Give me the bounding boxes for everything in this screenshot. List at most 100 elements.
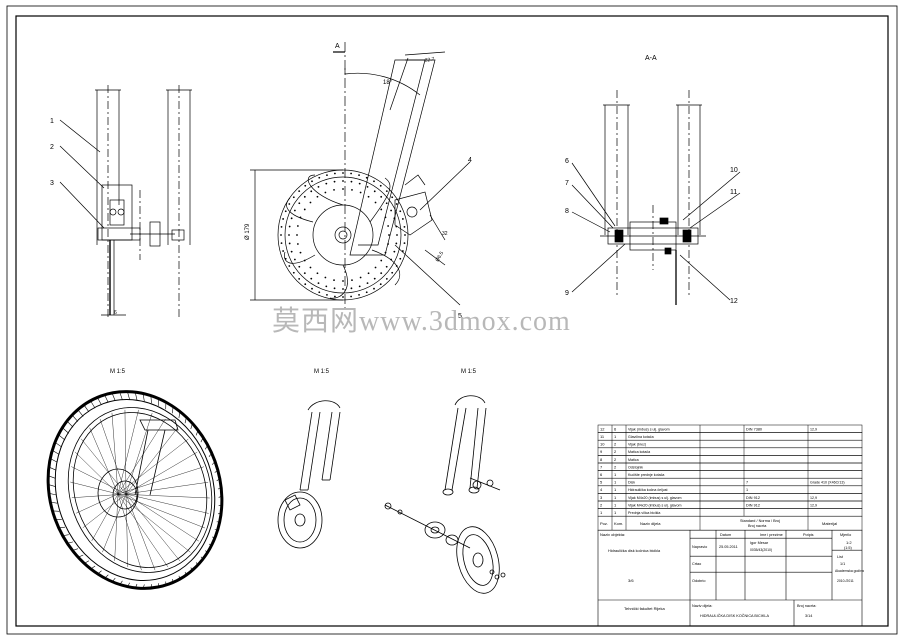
composition-number: 3/6 (628, 578, 634, 583)
bom-poz: 2 (600, 502, 603, 507)
tread-mark (126, 582, 130, 588)
disc-hole (310, 277, 313, 280)
bom-header-kom: Kom. (614, 521, 623, 526)
disc-hole (298, 190, 301, 193)
dim-small: Ø6.5 (435, 250, 446, 263)
tread-mark (119, 390, 123, 400)
scale-label-2: M 1:5 (314, 369, 330, 375)
disc-hole (284, 210, 287, 213)
tread-mark (51, 449, 60, 455)
bom-norma: DIN 7380 (746, 427, 762, 431)
tread-mark (204, 443, 209, 450)
disc-hole (403, 226, 406, 228)
disc-hole (374, 266, 377, 269)
bom-header-norma: Standard / Norma / Broj (740, 519, 780, 523)
disc-hole (373, 277, 376, 280)
spoke (125, 412, 153, 495)
bom-naziv: Hidraulička kočna čeljust (628, 488, 668, 492)
bom-kom: 2 (614, 457, 617, 462)
scale-header: Mjerilo (840, 533, 851, 537)
tread-mark (57, 433, 66, 441)
bom-naziv: Prednja vilica bicikla (628, 511, 660, 515)
disc-hole (384, 251, 387, 254)
callout-3: 3 (50, 180, 54, 187)
tread-mark (96, 570, 102, 575)
disc-hole (390, 209, 393, 212)
bom-naziv: Kućište prednje kotača (628, 473, 664, 477)
disc-hole (399, 257, 402, 260)
tread-mark (83, 560, 90, 565)
disc-hole (384, 216, 387, 219)
spoke (99, 418, 127, 495)
spoke (81, 438, 127, 495)
tread-mark (214, 468, 219, 473)
disc-hole (403, 242, 406, 244)
scale-label-1: M 1:5 (110, 369, 126, 375)
disc-hole (358, 285, 361, 288)
iso-fork-exploded (384, 395, 506, 594)
disc-hole (310, 190, 313, 193)
disc-hole (380, 208, 383, 211)
section-mark-a: A (335, 43, 340, 50)
objekt-name: Hidraulička disk kočnica bicikla (608, 549, 661, 553)
dim-angle: 18° (383, 80, 393, 86)
section-view (571, 90, 741, 305)
disc-hole (388, 234, 390, 236)
disc-hole (333, 279, 335, 282)
disc-hole (395, 242, 398, 245)
watermark: 莫西网www.3dmox.com (272, 305, 571, 337)
disc-hole (387, 243, 390, 245)
title-block: Naziv objekta:Hidraulička disk kočnica b… (597, 529, 864, 627)
callout-12: 12 (730, 298, 738, 305)
disc-hole (390, 258, 393, 261)
disc-hole (395, 203, 398, 205)
tread-mark (103, 574, 109, 580)
disc-hole (309, 201, 312, 204)
bom-naziv: Glavčina kotača (628, 435, 654, 439)
bom-poz: 4 (600, 487, 603, 492)
spoke (125, 482, 209, 495)
tread-mark (214, 529, 219, 531)
disc-hole (290, 217, 293, 220)
tread-mark (190, 567, 194, 572)
bom-kom: 1 (614, 502, 617, 507)
disc-hole (324, 276, 327, 279)
disc-hole (393, 217, 396, 220)
tread-mark (218, 495, 223, 498)
disc-hole (350, 180, 353, 183)
disc-hole (365, 291, 368, 294)
disc-hole (342, 172, 344, 174)
bom-naziv: Vijak (imbus) s ulj. glavom (628, 427, 670, 431)
tread-mark (217, 486, 223, 490)
spoke (125, 493, 156, 571)
inner-frame (15, 15, 889, 627)
bom-masa: Grade 410 (X46Cr13) (810, 481, 845, 485)
disc-hole (351, 188, 353, 191)
tread-mark (178, 410, 181, 418)
disc-holes (280, 172, 406, 298)
bom-poz: 7 (600, 464, 603, 469)
disc-hole (318, 291, 321, 294)
disc-hole (298, 202, 301, 205)
disc-hole (303, 208, 306, 211)
tread-mark (83, 403, 90, 413)
disc-hole (387, 225, 390, 227)
dim-right: 32 (442, 231, 448, 237)
disc-hole (288, 265, 291, 267)
disc-hole (391, 196, 394, 199)
tread-mark (77, 554, 84, 558)
tread-mark (119, 580, 123, 586)
bom-naziv: Matica (628, 458, 639, 462)
spoke (124, 409, 127, 495)
callout-4: 4 (468, 157, 472, 164)
disc-hole (326, 293, 328, 296)
spoke (82, 493, 127, 529)
tread-mark (49, 501, 58, 504)
disc-hole (374, 201, 377, 204)
disc-hole (316, 272, 319, 275)
spoke (114, 493, 119, 561)
bom-naziv: Vijak M4x20 (imbus) s ulj. glavom (628, 496, 681, 500)
disc-hole (293, 258, 296, 261)
tread-mark (195, 562, 199, 566)
disc-hole (290, 250, 293, 253)
